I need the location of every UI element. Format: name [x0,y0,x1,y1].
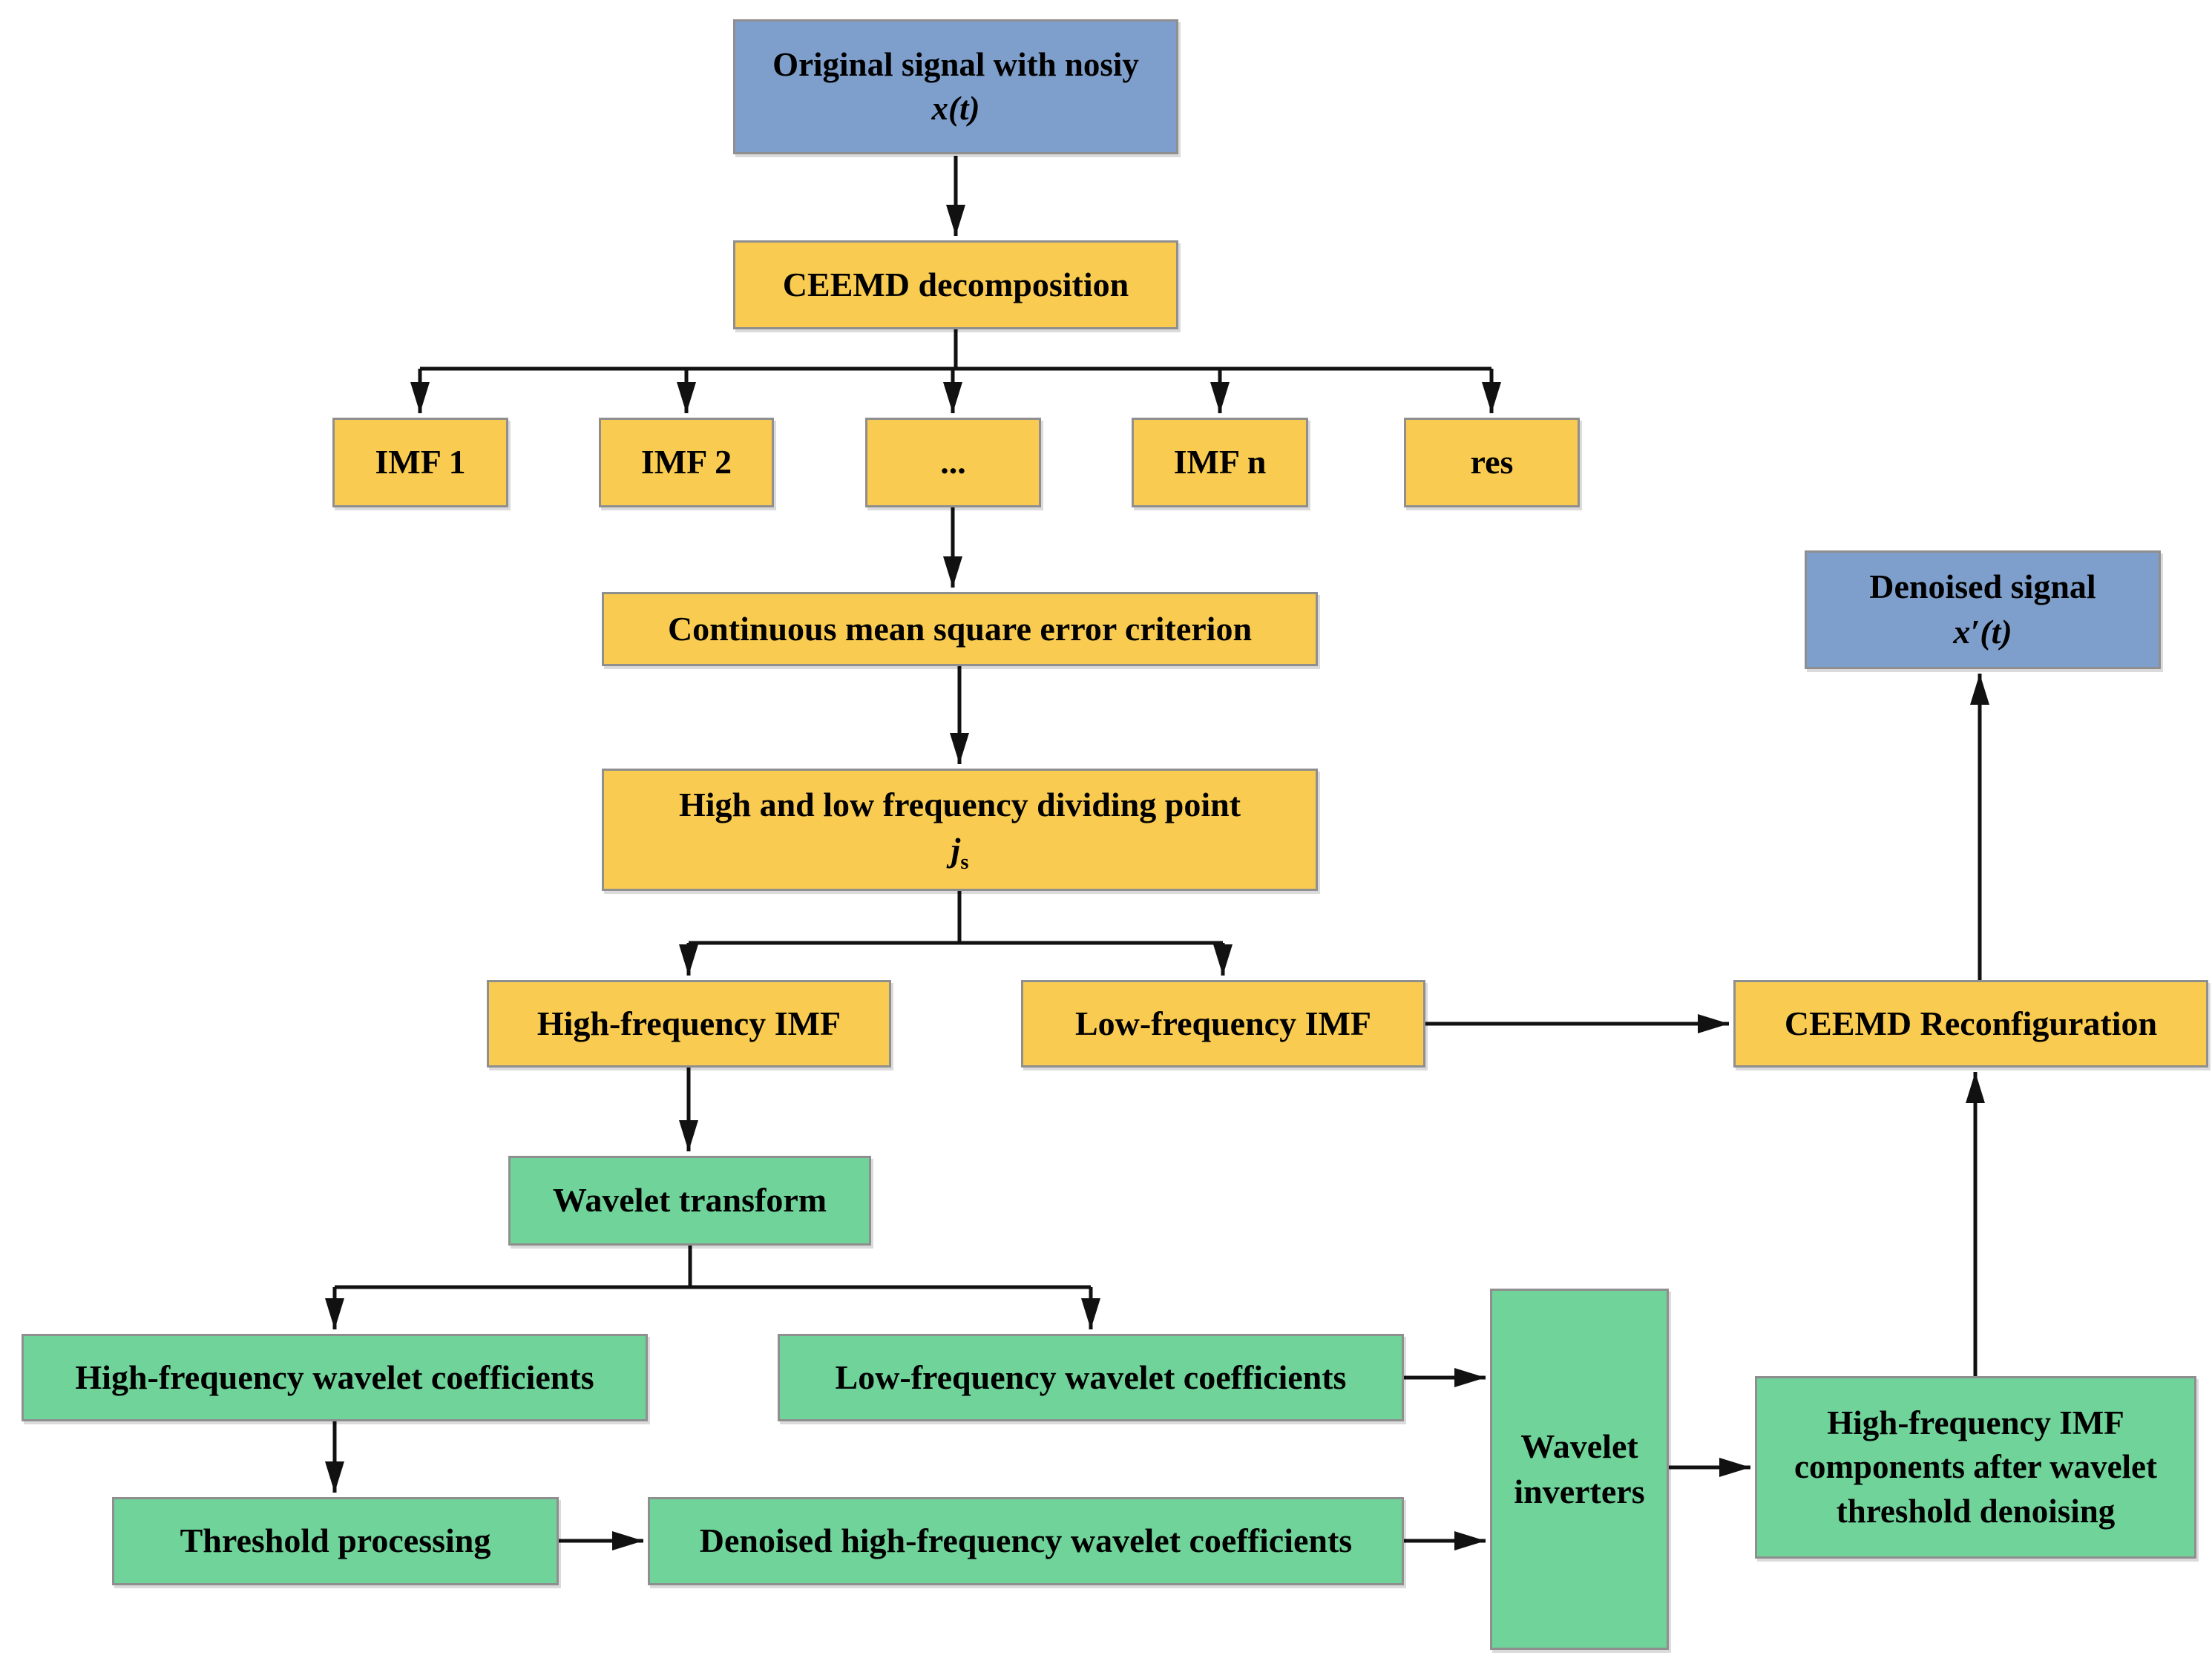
node-ceemd-reconfiguration: CEEMD Reconfiguration [1733,980,2208,1068]
node-high-freq-imf: High-frequency IMF [487,980,891,1068]
res-label: res [1470,443,1514,481]
threshold-processing-label: Threshold processing [180,1522,491,1560]
node-dividing-point: High and low frequency dividing point js [602,769,1318,891]
low-freq-imf-label: Low-frequency IMF [1074,1004,1372,1042]
dividing-point-sub-s: s [960,851,969,875]
node-wavelet-transform: Wavelet transform [508,1156,871,1246]
node-imf2: IMF 2 [599,418,774,507]
node-cmse-criterion: Continuous mean square error criterion [602,592,1318,666]
high-freq-wavelet-coeffs-label: High-frequency wavelet coefficients [75,1358,594,1396]
cmse-criterion-label: Continuous mean square error criterion [667,609,1253,648]
node-high-freq-wavelet-coeffs: High-frequency wavelet coefficients [22,1334,648,1421]
node-low-freq-imf: Low-frequency IMF [1021,980,1425,1068]
imf2-label: IMF 2 [640,443,732,481]
node-original-signal: Original signal with nosiy x(t) [733,19,1178,154]
original-signal-line1: Original signal with nosiy [772,45,1139,83]
node-imf1: IMF 1 [332,418,508,507]
node-imf-n: IMF n [1132,418,1308,507]
denoised-signal-line1: Denoised signal [1869,568,2096,606]
denoised-signal-formula: x′(t) [1953,613,2012,651]
node-imf-dots: ... [865,418,1041,507]
wavelet-transform-label: Wavelet transform [552,1181,827,1220]
node-denoised-high-freq-wavelet-coeffs: Denoised high-frequency wavelet coeffici… [648,1497,1404,1585]
dividing-point-symbol: js [951,828,969,877]
ceemd-reconfiguration-label: CEEMD Reconfiguration [1784,1004,2158,1042]
low-freq-wavelet-coeffs-label: Low-frequency wavelet coefficients [835,1358,1347,1396]
node-low-freq-wavelet-coeffs: Low-frequency wavelet coefficients [778,1334,1404,1421]
wavelet-inverters-label: Wavelet inverters [1514,1427,1645,1510]
ceemd-decomposition-label: CEEMD decomposition [782,265,1129,303]
node-threshold-processing: Threshold processing [112,1497,559,1585]
high-freq-imf-label: High-frequency IMF [536,1004,841,1042]
node-res: res [1404,418,1580,507]
dividing-point-j: j [951,830,961,869]
node-wavelet-inverters: Wavelet inverters [1490,1289,1669,1650]
node-ceemd-decomposition: CEEMD decomposition [733,240,1178,329]
node-denoised-signal: Denoised signal x′(t) [1805,550,2161,669]
node-high-freq-imf-components: High-frequency IMF components after wave… [1755,1376,2196,1559]
high-freq-imf-components-label: High-frequency IMF components after wave… [1793,1404,2158,1530]
imf-dots-label: ... [940,443,966,481]
denoised-high-freq-wavelet-coeffs-label: Denoised high-frequency wavelet coeffici… [699,1522,1353,1560]
dividing-point-line1: High and low frequency dividing point [678,786,1241,824]
original-signal-formula: x(t) [931,90,980,127]
imf-n-label: IMF n [1173,443,1267,481]
imf1-label: IMF 1 [375,443,466,481]
